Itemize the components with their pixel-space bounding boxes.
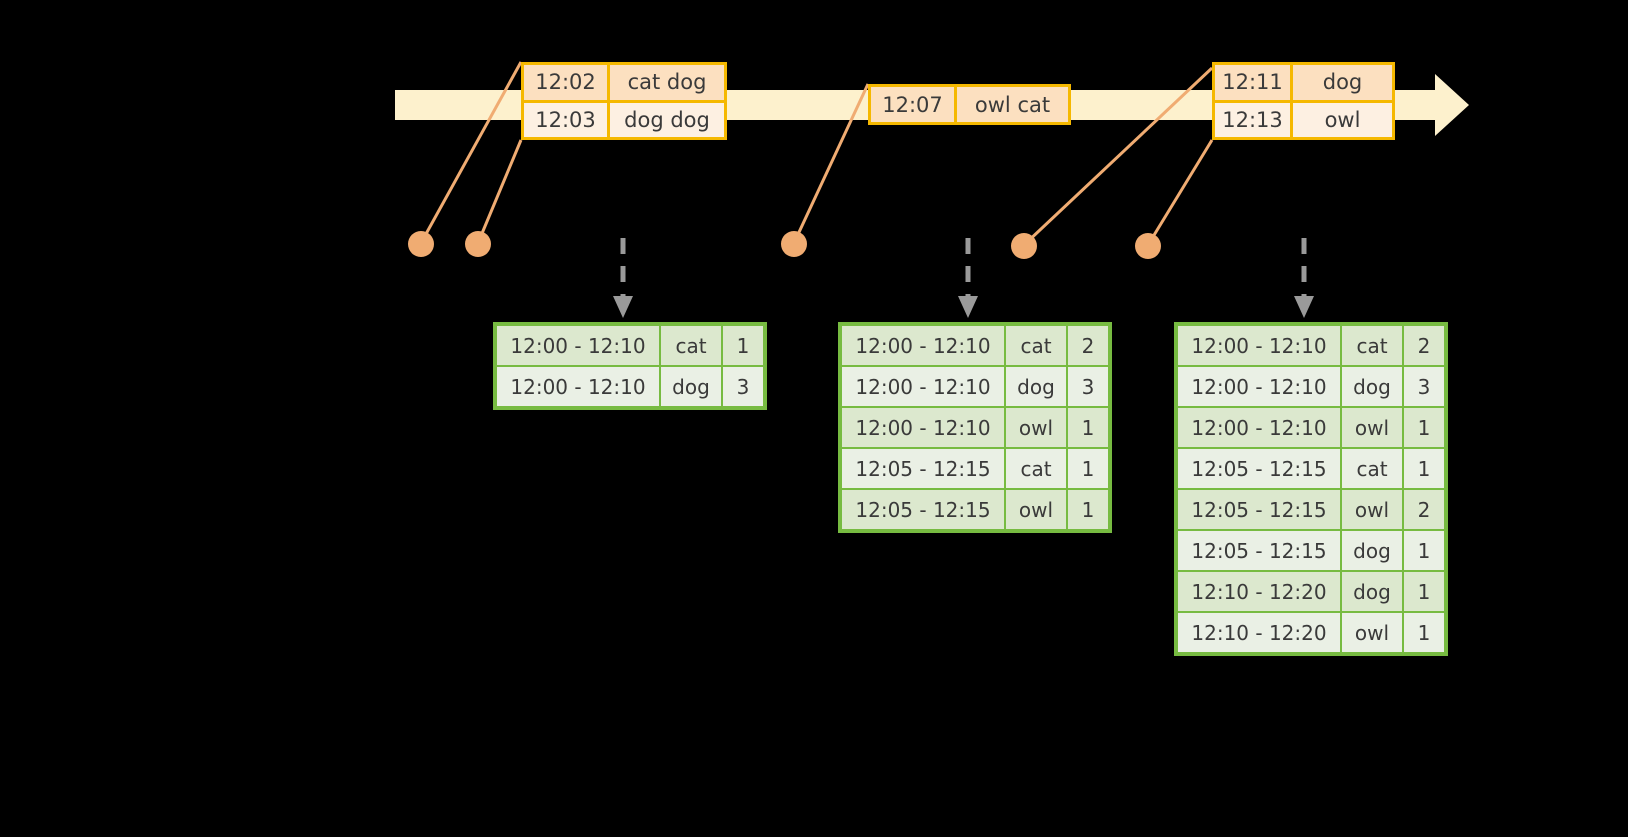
count-cell: 2 (1404, 326, 1444, 365)
count-cell: 3 (1404, 367, 1444, 406)
word-cell: cat (1006, 449, 1066, 488)
word-cell: dog (1342, 531, 1402, 570)
event-group-2[interactable]: 12:07 owl cat (868, 84, 1071, 125)
window-cell: 12:00 - 12:10 (842, 367, 1004, 406)
dashed-arrow-to-table-1 (613, 238, 633, 318)
event-row[interactable]: 12:02 cat dog (524, 65, 724, 100)
table-row[interactable]: 12:05 - 12:15 cat 1 (842, 449, 1108, 488)
word-cell: dog (1006, 367, 1066, 406)
result-table-2[interactable]: 12:00 - 12:10 cat 2 12:00 - 12:10 dog 3 … (838, 322, 1112, 533)
table-row[interactable]: 12:00 - 12:10 cat 2 (842, 326, 1108, 365)
window-cell: 12:05 - 12:15 (842, 449, 1004, 488)
window-cell: 12:10 - 12:20 (1178, 572, 1340, 611)
count-cell: 1 (723, 326, 763, 365)
event-time: 12:07 (871, 87, 957, 122)
event-words: owl cat (957, 87, 1068, 122)
word-cell: cat (1342, 449, 1402, 488)
event-group-1[interactable]: 12:02 cat dog 12:03 dog dog (521, 62, 727, 140)
count-cell: 1 (1068, 449, 1108, 488)
count-cell: 3 (723, 367, 763, 406)
event-time: 12:02 (524, 65, 610, 100)
event-row[interactable]: 12:13 owl (1215, 99, 1392, 137)
window-cell: 12:00 - 12:10 (842, 408, 1004, 447)
count-cell: 1 (1404, 613, 1444, 652)
table-row[interactable]: 12:00 - 12:10 cat 2 (1178, 326, 1444, 365)
event-row[interactable]: 12:07 owl cat (871, 87, 1068, 122)
table-row[interactable]: 12:00 - 12:10 dog 3 (497, 367, 763, 406)
count-cell: 2 (1404, 490, 1444, 529)
table-row[interactable]: 12:10 - 12:20 dog 1 (1178, 572, 1444, 611)
event-row[interactable]: 12:11 dog (1215, 65, 1392, 100)
event-time: 12:11 (1215, 65, 1293, 100)
word-cell: cat (661, 326, 721, 365)
table-row[interactable]: 12:00 - 12:10 cat 1 (497, 326, 763, 365)
window-cell: 12:00 - 12:10 (1178, 367, 1340, 406)
count-cell: 1 (1404, 408, 1444, 447)
window-cell: 12:00 - 12:10 (497, 367, 659, 406)
event-words: owl (1293, 102, 1392, 137)
word-cell: owl (1342, 490, 1402, 529)
table-row[interactable]: 12:00 - 12:10 owl 1 (1178, 408, 1444, 447)
dashed-arrow-to-table-2 (958, 238, 978, 318)
word-cell: owl (1342, 613, 1402, 652)
window-cell: 12:00 - 12:10 (1178, 408, 1340, 447)
connector-dot-3 (781, 231, 807, 257)
count-cell: 1 (1068, 408, 1108, 447)
window-cell: 12:05 - 12:15 (1178, 531, 1340, 570)
connector-dot-2 (465, 231, 491, 257)
word-cell: dog (1342, 572, 1402, 611)
count-cell: 1 (1068, 490, 1108, 529)
table-row[interactable]: 12:10 - 12:20 owl 1 (1178, 613, 1444, 652)
timeline-arrowhead-icon (1435, 74, 1469, 136)
event-words: cat dog (610, 65, 724, 100)
window-cell: 12:10 - 12:20 (1178, 613, 1340, 652)
connector-dot-4 (1011, 233, 1037, 259)
table-row[interactable]: 12:05 - 12:15 dog 1 (1178, 531, 1444, 570)
event-time: 12:03 (524, 102, 610, 137)
table-row[interactable]: 12:05 - 12:15 cat 1 (1178, 449, 1444, 488)
count-cell: 2 (1068, 326, 1108, 365)
count-cell: 3 (1068, 367, 1108, 406)
word-cell: owl (1006, 408, 1066, 447)
count-cell: 1 (1404, 531, 1444, 570)
connector-dot-5 (1135, 233, 1161, 259)
connector-dot-1 (408, 231, 434, 257)
table-row[interactable]: 12:00 - 12:10 dog 3 (842, 367, 1108, 406)
word-cell: owl (1006, 490, 1066, 529)
count-cell: 1 (1404, 572, 1444, 611)
word-cell: dog (1342, 367, 1402, 406)
table-row[interactable]: 12:00 - 12:10 owl 1 (842, 408, 1108, 447)
result-table-3[interactable]: 12:00 - 12:10 cat 2 12:00 - 12:10 dog 3 … (1174, 322, 1448, 656)
window-cell: 12:05 - 12:15 (1178, 490, 1340, 529)
window-cell: 12:00 - 12:10 (497, 326, 659, 365)
event-time: 12:13 (1215, 102, 1293, 137)
dashed-arrow-to-table-3 (1294, 238, 1314, 318)
table-row[interactable]: 12:00 - 12:10 dog 3 (1178, 367, 1444, 406)
word-cell: cat (1006, 326, 1066, 365)
window-cell: 12:00 - 12:10 (842, 326, 1004, 365)
word-cell: dog (661, 367, 721, 406)
window-cell: 12:05 - 12:15 (842, 490, 1004, 529)
result-table-1[interactable]: 12:00 - 12:10 cat 1 12:00 - 12:10 dog 3 (493, 322, 767, 410)
table-row[interactable]: 12:05 - 12:15 owl 2 (1178, 490, 1444, 529)
word-cell: cat (1342, 326, 1402, 365)
event-row[interactable]: 12:03 dog dog (524, 99, 724, 137)
event-words: dog (1293, 65, 1392, 100)
window-cell: 12:05 - 12:15 (1178, 449, 1340, 488)
window-cell: 12:00 - 12:10 (1178, 326, 1340, 365)
count-cell: 1 (1404, 449, 1444, 488)
word-cell: owl (1342, 408, 1402, 447)
table-row[interactable]: 12:05 - 12:15 owl 1 (842, 490, 1108, 529)
event-words: dog dog (610, 102, 724, 137)
event-group-3[interactable]: 12:11 dog 12:13 owl (1212, 62, 1395, 140)
